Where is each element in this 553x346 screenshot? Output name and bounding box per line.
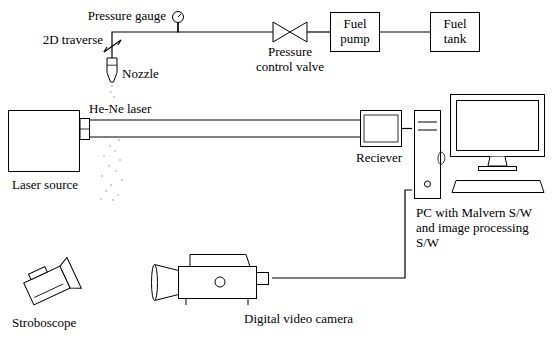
part-label: 2D traverse	[30, 33, 104, 48]
beam-outline	[90, 120, 360, 138]
laser-source: Laser source	[8, 110, 90, 172]
video-camera-outline	[150, 248, 272, 308]
node-label: Pressure control valve	[248, 45, 332, 75]
stroboscope-outline	[18, 262, 80, 306]
control-valve: Pressure control valve	[273, 22, 307, 42]
laser-receiver: Reciever	[360, 110, 402, 147]
nozzle-symbol-outline	[106, 58, 118, 82]
pipe-line	[307, 32, 330, 33]
pipe-path	[380, 31, 430, 32]
pipe-path	[402, 128, 412, 129]
node-label: Nozzle	[122, 67, 172, 82]
laser-beam	[90, 128, 360, 129]
pipe-path	[178, 23, 273, 32]
pressure-gauge: Pressure gauge	[172, 11, 184, 23]
video-camera: Digital video camera	[150, 248, 272, 308]
pipe-line	[272, 190, 412, 278]
laser-source-outline	[8, 110, 90, 172]
laser-receiver-outline	[360, 110, 402, 147]
stroboscope: Stroboscope	[18, 262, 80, 306]
computer: PC with Malvern S/W and image processing…	[412, 92, 550, 202]
pipe-path	[272, 190, 412, 278]
pipe-path	[112, 23, 178, 58]
pressure-gauge-outline	[172, 11, 184, 23]
node-label: PC with Malvern S/W and image processing…	[416, 206, 550, 251]
node-label: Pressure gauge	[30, 9, 166, 24]
node-label: Reciever	[356, 151, 416, 166]
node-label: Digital video camera	[244, 312, 374, 327]
edge-label: He-Ne laser	[88, 102, 152, 117]
pipe-line	[112, 23, 178, 58]
node-label: Laser source	[4, 178, 86, 193]
control-valve-outline	[273, 22, 307, 42]
pipe-line	[178, 23, 273, 32]
pipe-line	[380, 32, 430, 33]
process-box: Fuel pump	[330, 12, 380, 52]
pipe-path	[307, 31, 330, 32]
pipe-line	[402, 128, 412, 129]
node-label: Stroboscope	[12, 316, 102, 331]
node-label: Fuel pump	[333, 17, 377, 47]
nozzle-symbol: Nozzle	[106, 58, 118, 82]
computer-outline	[412, 92, 550, 202]
process-box: Fuel tank	[430, 12, 480, 52]
node-label: Fuel tank	[433, 17, 477, 47]
beam-core	[90, 121, 360, 137]
